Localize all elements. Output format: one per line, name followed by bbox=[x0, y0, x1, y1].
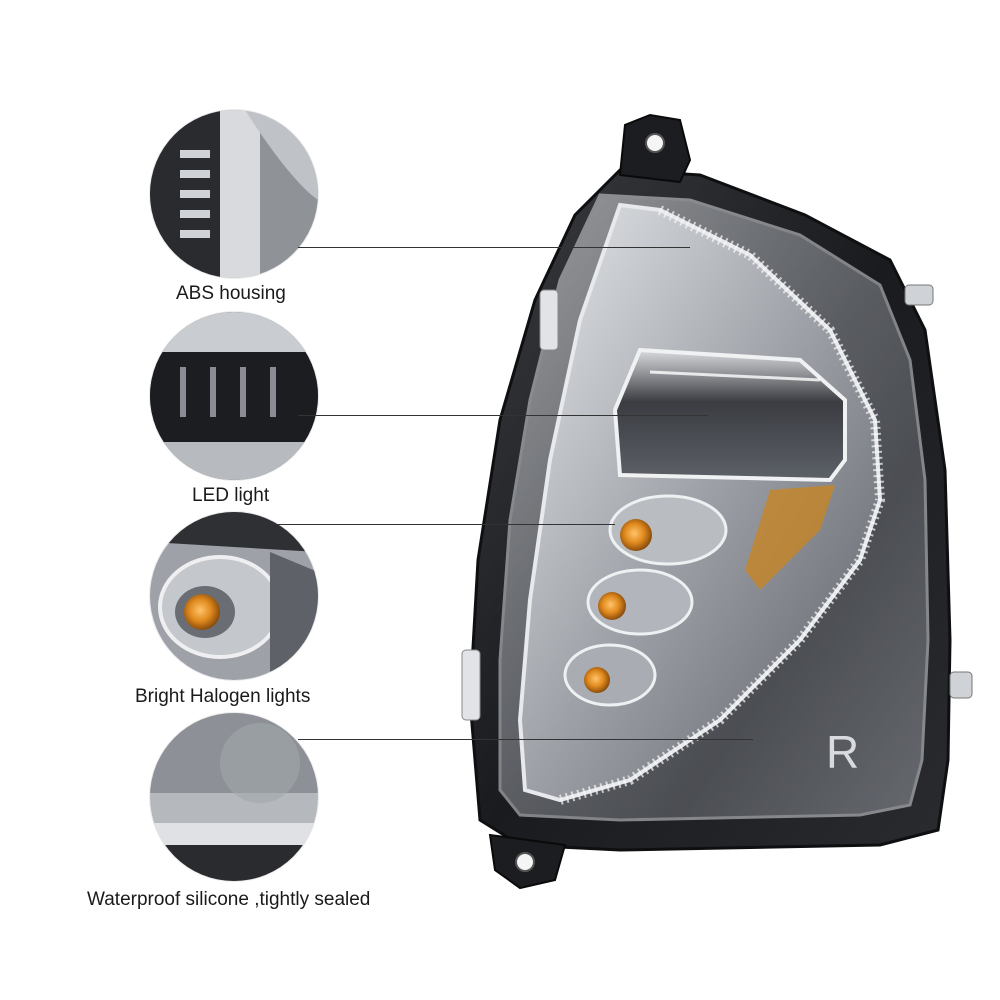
amber-reflector-strip bbox=[745, 485, 835, 590]
led-detail-circle bbox=[150, 312, 318, 480]
seal-detail-circle bbox=[150, 713, 318, 881]
housing-detail-circle bbox=[150, 110, 318, 278]
bottom-mount-hole bbox=[515, 852, 535, 872]
halogen-detail-circle bbox=[150, 512, 318, 680]
halogen-bulb-2 bbox=[586, 568, 694, 636]
leader-line-led bbox=[298, 415, 708, 416]
caption-led: LED light bbox=[192, 485, 270, 506]
reflector-edge bbox=[558, 205, 886, 805]
leader-line-halogen bbox=[270, 524, 615, 525]
top-mount-hole bbox=[645, 133, 665, 153]
side-mark: R bbox=[826, 726, 859, 778]
left-clip-lower bbox=[461, 649, 481, 721]
caption-housing: ABS housing bbox=[176, 283, 286, 304]
left-clip-upper bbox=[539, 289, 559, 351]
caption-seal: Waterproof silicone ,tightly sealed bbox=[87, 889, 371, 910]
right-clip-upper bbox=[904, 284, 934, 306]
halogen-bulb-1 bbox=[608, 494, 728, 566]
led-bay bbox=[612, 347, 847, 483]
leader-line-seal bbox=[298, 739, 753, 740]
led-bay-highlight bbox=[649, 370, 821, 382]
leader-line-housing bbox=[298, 247, 690, 248]
caption-halogen: Bright Halogen lights bbox=[135, 686, 311, 707]
right-clip-lower bbox=[949, 671, 973, 699]
halogen-bulb-3 bbox=[563, 643, 657, 707]
